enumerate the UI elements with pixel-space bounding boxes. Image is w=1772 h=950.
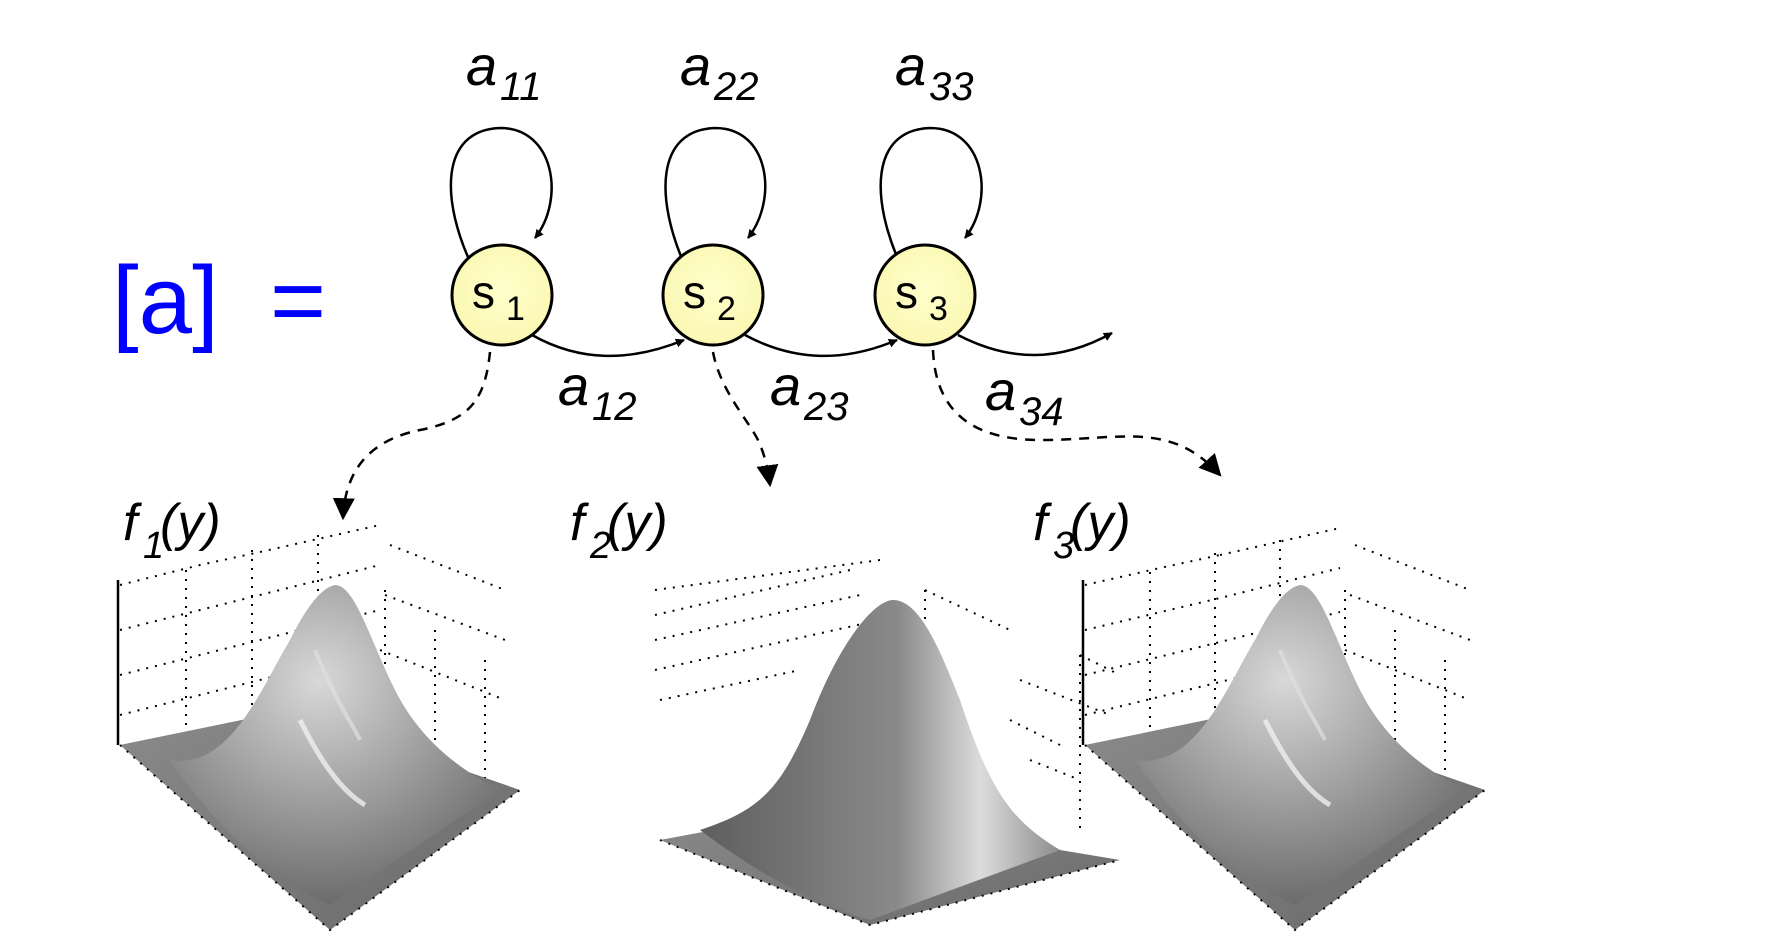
state-label: s — [472, 266, 495, 318]
state-label: s — [895, 266, 918, 318]
svg-text:a: a — [770, 354, 801, 417]
svg-text:(y): (y) — [607, 494, 668, 552]
emission-arrow-1 — [332, 351, 492, 521]
self-loop-2 — [664, 126, 767, 269]
svg-text:34: 34 — [1019, 390, 1064, 434]
emission-label-1: f 1 (y) — [123, 494, 221, 567]
transition-label-34: a 34 — [985, 359, 1064, 434]
equation-equals: = — [270, 247, 326, 354]
surface-plot-2 — [654, 559, 1121, 927]
surface-highlight — [297, 718, 367, 808]
surface-plot-1 — [116, 524, 521, 932]
plot-base-edge — [119, 744, 521, 932]
equation-lhs: [a] — [112, 247, 219, 354]
surface-plot-3 — [1081, 527, 1486, 932]
emission-label-2: f 2 (y) — [570, 494, 668, 567]
state-subscript: 1 — [506, 290, 525, 328]
plot-base-edge — [1084, 744, 1486, 932]
surface-highlight — [313, 649, 362, 741]
svg-text:2: 2 — [589, 525, 611, 567]
svg-text:33: 33 — [929, 65, 974, 109]
svg-text:f: f — [570, 494, 589, 552]
transition-3-exit — [957, 331, 1113, 357]
self-loop-3 — [879, 126, 983, 269]
state-subscript: 2 — [717, 290, 736, 328]
svg-text:f: f — [123, 494, 142, 552]
surface-highlight — [1262, 718, 1332, 808]
plot-surface — [170, 585, 500, 905]
svg-text:a: a — [466, 34, 497, 97]
state-node-1[interactable]: s 1 — [450, 243, 554, 347]
emission-arrow-3 — [931, 349, 1222, 477]
svg-text:23: 23 — [803, 385, 849, 429]
state-node-2[interactable]: s 2 — [661, 243, 765, 347]
svg-text:f: f — [1033, 494, 1052, 552]
state-node-3[interactable]: s 3 — [873, 243, 977, 347]
self-loop-1 — [449, 126, 553, 269]
svg-text:a: a — [558, 354, 589, 417]
svg-text:12: 12 — [592, 385, 637, 429]
transition-1-2 — [531, 333, 685, 358]
state-subscript: 3 — [929, 290, 948, 328]
svg-text:11: 11 — [500, 65, 542, 109]
self-transition-label-1: a 11 — [466, 34, 542, 109]
plot-surface — [700, 600, 1060, 920]
emission-arrow-2 — [711, 351, 779, 488]
svg-text:22: 22 — [713, 65, 759, 109]
svg-text:3: 3 — [1053, 525, 1074, 567]
plot-surface — [1135, 585, 1465, 905]
transition-label-12: a 12 — [558, 354, 637, 429]
transition-label-23: a 23 — [770, 354, 849, 429]
state-label: s — [683, 266, 706, 318]
emission-label-3: f 3 (y) — [1033, 494, 1131, 567]
svg-text:1: 1 — [143, 525, 164, 567]
self-transition-label-3: a 33 — [895, 34, 974, 109]
svg-text:(y): (y) — [1070, 494, 1131, 552]
self-transition-label-2: a 22 — [680, 34, 759, 109]
surface-highlight — [1278, 649, 1327, 741]
svg-text:(y): (y) — [160, 494, 221, 552]
svg-text:a: a — [895, 34, 926, 97]
svg-text:a: a — [985, 359, 1016, 422]
svg-text:a: a — [680, 34, 711, 97]
plot-base-edge — [659, 839, 1121, 927]
transition-2-3 — [744, 333, 898, 358]
